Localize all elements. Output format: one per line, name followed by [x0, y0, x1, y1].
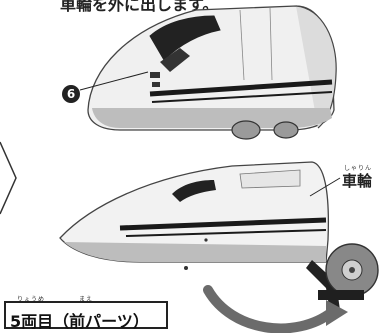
caption-ruby-mae: まえ	[79, 296, 94, 303]
step-number-badge: 6	[62, 85, 80, 103]
upper-wheel-left	[231, 120, 261, 140]
step-arrow-chevron	[0, 141, 17, 215]
step-leader-line	[79, 71, 149, 91]
part-leader-line	[309, 177, 341, 197]
train-car-lower	[59, 161, 379, 312]
lower-cockpit-window	[172, 180, 216, 202]
train-car-upper	[79, 5, 337, 140]
upper-cockpit-window	[149, 15, 221, 61]
instruction-text: 車輪を外に出します。	[60, 0, 219, 14]
caption-box: 5両目（前パーツ）	[4, 301, 168, 331]
wheel-out-arrowhead	[326, 300, 348, 326]
part-label-wheel: 車輪	[342, 172, 373, 190]
caption-ruby-yome: りょうめ	[17, 296, 46, 303]
upper-wheel-right	[273, 121, 299, 139]
caption-text: 5両目（前パーツ）	[10, 312, 149, 331]
part-label-ruby: しゃりん	[344, 165, 373, 172]
wheel-out-arrow	[203, 285, 337, 333]
